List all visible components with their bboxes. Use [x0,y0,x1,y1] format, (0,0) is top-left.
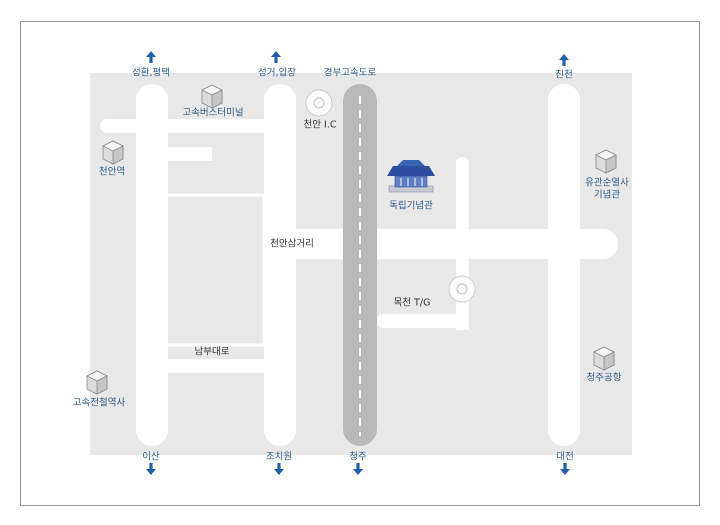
place-cheonan-junction: 천안삼거리 [270,238,314,250]
road-second [264,84,296,446]
direction-label-bottom-1: 이산 [142,451,160,463]
direction-label-bottom-3: 청주 [349,451,367,463]
hall-icon [387,160,435,193]
place-bus-terminal: 고속버스터미널 [182,107,244,119]
building-icon [86,370,108,395]
road-stub [150,147,212,161]
place-mokcheon-tg: 목천 T/G [393,297,431,309]
direction-label-top-4: 진천 [555,69,573,81]
place-cheonan-ic: 천안 I.C [303,119,337,131]
road-label-nambu: 남부대로 [194,346,230,358]
road-network [100,84,618,446]
building-icon [595,149,617,174]
direction-label-top-3: 경부고속도로 [323,67,377,79]
building-icon [201,84,223,109]
direction-label-top-1: 성환,평택 [132,67,170,79]
place-ktx-station: 고속전철역사 [72,397,126,409]
road-hall [456,157,469,247]
building-icon [102,140,124,165]
place-independence-hall: 독립기념관 [389,200,433,212]
direction-label-top-2: 성거,입장 [258,67,296,79]
place-cheonan-station: 천안역 [98,166,126,178]
road-right [548,84,580,446]
direction-label-bottom-4: 대전 [556,451,574,463]
direction-label-bottom-2: 조치원 [265,451,293,463]
place-cheongju-airport: 청주공항 [586,372,622,384]
interchange-icon [448,275,476,303]
road-left-main [136,84,168,446]
road-blocks [164,193,266,347]
road-tg-ramp [376,314,469,328]
interchange-icon [305,89,333,117]
building-icon [593,346,615,371]
road-top-west [100,119,280,133]
place-martyrs-hall: 유관순열사 기념관 [585,177,629,201]
road-nambu [150,359,280,373]
